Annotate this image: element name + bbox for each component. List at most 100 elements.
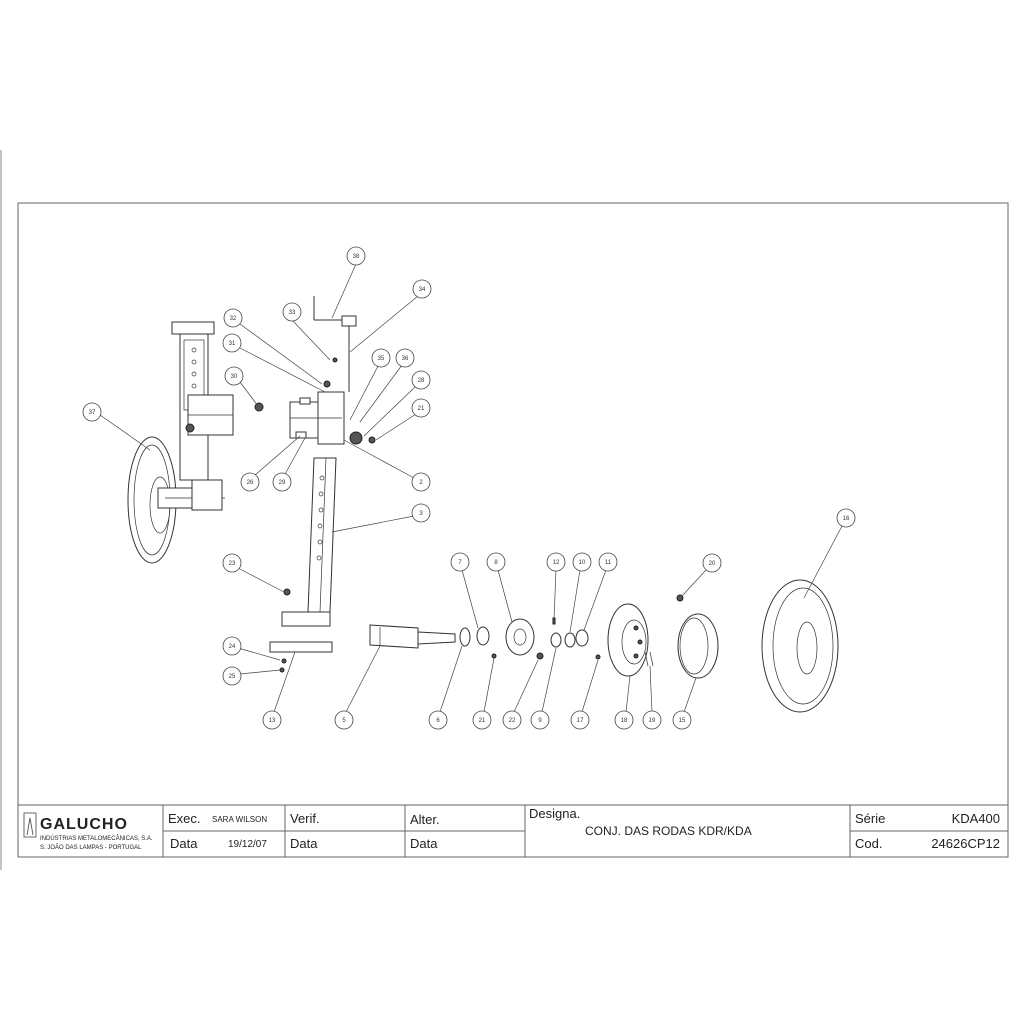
callout-7	[450, 552, 470, 572]
company-logo: GALUCHO	[23, 812, 128, 838]
callout-9	[530, 710, 550, 730]
svg-text:38: 38	[353, 254, 360, 260]
svg-text:21: 21	[418, 406, 425, 412]
svg-text:13: 13	[269, 718, 276, 724]
verif-data-label: Data	[290, 836, 318, 851]
svg-text:7: 7	[458, 560, 462, 566]
callout-35	[371, 348, 391, 368]
alter-data-label: Data	[410, 836, 438, 851]
svg-text:31: 31	[229, 341, 236, 347]
cod-label: Cod.	[855, 836, 882, 851]
cod-value: 24626CP12	[931, 836, 1000, 851]
callout-11	[598, 552, 618, 572]
callout-32	[223, 308, 243, 328]
svg-text:28: 28	[418, 378, 425, 384]
svg-text:6: 6	[436, 718, 440, 724]
crank-handle	[313, 296, 357, 392]
callout-33	[282, 302, 302, 322]
title-block: GALUCHO INDÚSTRIAS METALOMECÂNICAS, S.A.…	[17, 804, 1009, 858]
callout-17	[570, 710, 590, 730]
svg-text:GALUCHO: GALUCHO	[40, 816, 128, 833]
callout-19	[642, 710, 662, 730]
svg-text:17: 17	[577, 718, 584, 724]
svg-text:15: 15	[679, 718, 686, 724]
svg-text:35: 35	[378, 356, 385, 362]
callout-37	[82, 402, 102, 422]
wheel-rim	[676, 594, 719, 679]
bracket-assembly	[254, 391, 376, 445]
callout-31	[222, 333, 242, 353]
callout-26	[240, 472, 260, 492]
data-value: 19/12/07	[228, 839, 267, 850]
callout-12	[546, 552, 566, 572]
hub-parts	[459, 617, 601, 660]
callout-22	[502, 710, 522, 730]
svg-text:10: 10	[579, 560, 586, 566]
designa-value: CONJ. DAS RODAS KDR/KDA	[585, 824, 752, 838]
callout-23	[222, 553, 242, 573]
axle	[369, 624, 456, 649]
serie-value: KDA400	[952, 811, 1000, 826]
serie-label: Série	[855, 811, 885, 826]
callout-13	[262, 710, 282, 730]
svg-text:19: 19	[649, 718, 656, 724]
svg-text:16: 16	[843, 516, 850, 522]
exec-label: Exec.	[168, 811, 201, 826]
callout-3	[411, 503, 431, 523]
svg-text:34: 34	[419, 287, 426, 293]
alter-label: Alter.	[410, 812, 440, 827]
svg-text:11: 11	[605, 560, 612, 566]
company-name-line2: S. JOÃO DAS LAMPAS - PORTUGAL	[40, 844, 142, 851]
callout-8	[486, 552, 506, 572]
company-name-line1: INDÚSTRIAS METALOMECÂNICAS, S.A.	[40, 835, 153, 842]
svg-text:32: 32	[230, 316, 237, 322]
telescopic-leg	[269, 457, 337, 673]
svg-text:33: 33	[289, 310, 296, 316]
callout-16	[836, 508, 856, 528]
svg-text:2: 2	[419, 480, 423, 486]
svg-text:25: 25	[229, 674, 236, 680]
assembled-wheel-view	[99, 321, 234, 564]
verif-label: Verif.	[290, 811, 320, 826]
designa-label: Designa.	[529, 806, 580, 821]
tire	[761, 579, 839, 713]
callout-28	[411, 370, 431, 390]
callout-36	[395, 348, 415, 368]
callout-34	[412, 279, 432, 299]
exec-value: SARA WILSON	[212, 815, 267, 824]
svg-text:30: 30	[231, 374, 238, 380]
callout-20	[702, 553, 722, 573]
callout-30	[224, 366, 244, 386]
svg-text:24: 24	[229, 644, 236, 650]
svg-text:23: 23	[229, 561, 236, 567]
callout-21-bottom	[472, 710, 492, 730]
callouts: 38 33 34 32 31 35 36 30 28 21 37 26	[82, 246, 856, 730]
svg-text:29: 29	[279, 480, 286, 486]
svg-text:37: 37	[89, 410, 96, 416]
callout-18	[614, 710, 634, 730]
svg-text:36: 36	[402, 356, 409, 362]
svg-text:3: 3	[419, 511, 423, 517]
callout-5	[334, 710, 354, 730]
callout-29	[272, 472, 292, 492]
data-label: Data	[170, 836, 198, 851]
callout-25	[222, 666, 242, 686]
brake-drum	[607, 603, 654, 677]
svg-text:5: 5	[342, 718, 346, 724]
svg-text:9: 9	[538, 718, 542, 724]
callout-21-top	[411, 398, 431, 418]
callout-2	[411, 472, 431, 492]
svg-text:26: 26	[247, 480, 254, 486]
callout-10-top	[572, 552, 592, 572]
callout-15	[672, 710, 692, 730]
callout-24	[222, 636, 242, 656]
svg-text:18: 18	[621, 718, 628, 724]
svg-text:12: 12	[553, 560, 560, 566]
callout-38	[346, 246, 366, 266]
svg-text:22: 22	[509, 718, 516, 724]
svg-text:20: 20	[709, 561, 716, 567]
callout-6	[428, 710, 448, 730]
svg-text:21: 21	[479, 718, 486, 724]
svg-text:8: 8	[494, 560, 498, 566]
